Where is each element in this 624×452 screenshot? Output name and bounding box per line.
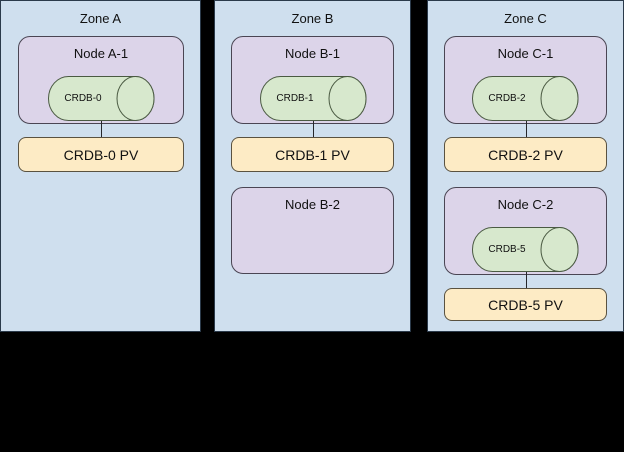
database-cylinder-shape — [472, 227, 579, 272]
persistent-volume-label: CRDB-2 PV — [488, 146, 563, 163]
persistent-volume-box: CRDB-0 PV — [18, 137, 184, 172]
pv-connector-line — [101, 121, 102, 137]
pv-connector-line — [312, 121, 314, 137]
persistent-volume-box: CRDB-2 PV — [444, 137, 607, 172]
persistent-volume-label: CRDB-0 PV — [63, 146, 139, 163]
persistent-volume-label: CRDB-5 PV — [488, 296, 563, 313]
persistent-volume-box: CRDB-1 PV — [231, 137, 394, 172]
node-title: Node A-1 — [73, 46, 129, 61]
database-cylinder: CRDB-0 — [48, 76, 155, 121]
zone-title: Zone B — [291, 11, 334, 26]
node-title: Node B-2 — [285, 197, 340, 212]
persistent-volume-box: CRDB-5 PV — [444, 288, 607, 321]
node-title: Node C-2 — [497, 197, 554, 212]
database-cylinder: CRDB-2 — [472, 76, 579, 121]
pv-connector-line — [525, 272, 527, 288]
persistent-volume-label: CRDB-1 PV — [275, 146, 350, 163]
zone-title: Zone A — [79, 11, 122, 26]
database-cylinder-shape — [472, 76, 579, 121]
pv-connector-line — [525, 121, 527, 137]
zone-title: Zone C — [504, 11, 547, 26]
node-box: Node B-2 — [231, 187, 394, 274]
database-cylinder-shape — [260, 76, 367, 121]
node-title: Node C-1 — [497, 46, 554, 61]
database-cylinder: CRDB-1 — [260, 76, 367, 121]
database-cylinder: CRDB-5 — [472, 227, 579, 272]
node-title: Node B-1 — [285, 46, 340, 61]
database-cylinder-shape — [48, 76, 155, 121]
